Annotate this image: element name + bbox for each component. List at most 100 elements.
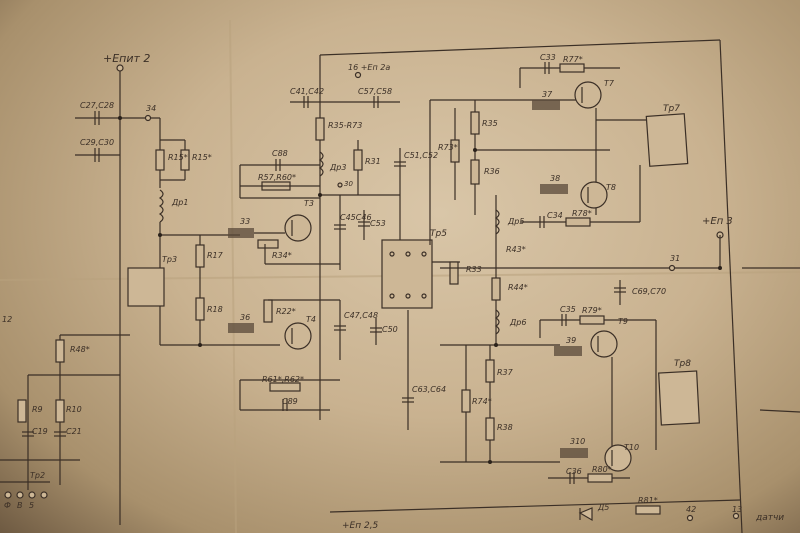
dr1-label: Др1 bbox=[171, 198, 188, 207]
r73-label: R73* bbox=[438, 143, 458, 152]
junction bbox=[198, 343, 202, 347]
terminal bbox=[28, 491, 36, 499]
c41-label: C41,C42 bbox=[290, 87, 324, 96]
inductor-dr3 bbox=[318, 151, 324, 177]
resistor-r74 bbox=[461, 389, 471, 413]
r61-label: R61*,R62* bbox=[262, 375, 304, 384]
tr5-pin bbox=[421, 251, 427, 257]
junction bbox=[473, 148, 477, 152]
terminal bbox=[40, 491, 48, 499]
resistor-r81 bbox=[635, 505, 661, 515]
ep2-label: +Eпит 2 bbox=[103, 52, 150, 65]
wire bbox=[329, 499, 741, 513]
resistor-r31 bbox=[353, 149, 363, 171]
resistor-r15b bbox=[180, 149, 190, 171]
r31-label: R31 bbox=[365, 157, 381, 166]
tr5-pin bbox=[421, 293, 427, 299]
resistor-r33 bbox=[449, 261, 459, 285]
junction bbox=[494, 343, 498, 347]
bead-38-label: 38 bbox=[550, 174, 560, 183]
c63-label: C63,C64 bbox=[412, 385, 446, 394]
inductor-dr5 bbox=[494, 209, 500, 235]
resistor-r17 bbox=[195, 244, 205, 268]
r34-label: R34* bbox=[272, 251, 292, 260]
node-42-label: 42 bbox=[686, 505, 696, 514]
resistor-r36 bbox=[470, 159, 480, 185]
resistor-r35 bbox=[315, 117, 325, 141]
t7-label: T7 bbox=[604, 79, 615, 88]
pin-5-label: 5 bbox=[29, 501, 34, 510]
pin-e-label: Ф bbox=[4, 501, 11, 510]
r57-label: R57,R60* bbox=[258, 173, 296, 182]
ferrite-bead-33 bbox=[228, 228, 254, 238]
c36-label: C36 bbox=[566, 467, 582, 476]
junction bbox=[118, 116, 122, 120]
wire bbox=[319, 39, 721, 56]
r74-label: R74* bbox=[472, 397, 492, 406]
resistor-r61 bbox=[269, 382, 301, 392]
tr7-label: Тр7 bbox=[663, 104, 680, 114]
t4-label: T4 bbox=[306, 315, 316, 324]
c45-label: C45C46 bbox=[340, 213, 372, 222]
supply-terminal bbox=[116, 64, 124, 72]
margin-note: датчи bbox=[755, 513, 784, 523]
r81-label: R81* bbox=[638, 496, 658, 505]
c69-label: C69,C70 bbox=[632, 287, 666, 296]
transformer-tr7 bbox=[645, 113, 689, 167]
bead-37-label: 37 bbox=[542, 90, 553, 99]
ep2a-label: 16 +Eп 2а bbox=[348, 63, 390, 72]
r43-label: R43* bbox=[506, 245, 526, 254]
diode-d5 bbox=[578, 507, 593, 522]
tr5-pin bbox=[405, 251, 411, 257]
paper-fold bbox=[229, 19, 237, 533]
bead-310-label: 310 bbox=[570, 437, 585, 446]
r17-label: R17 bbox=[207, 251, 224, 260]
pin-b-label: В bbox=[17, 501, 23, 510]
resistor-r38 bbox=[485, 417, 495, 441]
transistor-t3 bbox=[284, 214, 312, 242]
bead-39-label: 39 bbox=[566, 336, 576, 345]
c57-label: C57,C58 bbox=[358, 87, 392, 96]
junction bbox=[158, 233, 162, 237]
t10-label: T10 bbox=[624, 443, 639, 452]
transistor-t8 bbox=[580, 181, 608, 209]
resistor-r77 bbox=[559, 63, 585, 73]
c89-label: C89 bbox=[282, 397, 298, 406]
t8-label: T8 bbox=[606, 183, 616, 192]
r35-label: R35-R73 bbox=[328, 121, 362, 130]
c34-label: C34 bbox=[547, 211, 563, 220]
node-31 bbox=[668, 264, 676, 272]
r15b-label: R15* bbox=[192, 153, 212, 162]
resistor-r80 bbox=[587, 473, 613, 483]
c47-label: C47,C48 bbox=[344, 311, 378, 320]
ferrite-bead-310 bbox=[560, 448, 588, 458]
transistor-t9 bbox=[590, 330, 618, 358]
tr2-label: Тр2 bbox=[30, 471, 45, 480]
c53-label: C53 bbox=[370, 219, 386, 228]
c21-label: C21 bbox=[66, 427, 82, 436]
r77-label: R77* bbox=[563, 55, 583, 64]
resistor-r79 bbox=[579, 315, 605, 325]
resistor-r18 bbox=[195, 297, 205, 321]
c35-label: C35 bbox=[560, 305, 576, 314]
r48-label: R48* bbox=[70, 345, 90, 354]
resistor-r15a bbox=[155, 149, 165, 171]
junction bbox=[718, 266, 722, 270]
ferrite-bead-37 bbox=[532, 100, 560, 110]
r44-label: R44* bbox=[508, 283, 528, 292]
resistor-r22 bbox=[263, 299, 273, 323]
tr5-label: Тр5 bbox=[430, 229, 447, 239]
d5-label: Д5 bbox=[597, 503, 609, 512]
tr5-pin bbox=[405, 293, 411, 299]
resistor-r44 bbox=[491, 277, 501, 301]
tr3-label: Тр3 bbox=[162, 255, 177, 264]
inductor-dr6 bbox=[494, 309, 500, 335]
c50-label: C50 bbox=[382, 325, 398, 334]
transistor-t7 bbox=[574, 81, 602, 109]
c33-label: C33 bbox=[540, 53, 556, 62]
node-34-label: 34 bbox=[146, 104, 156, 113]
bead-36-label: 36 bbox=[240, 313, 250, 322]
node-42 bbox=[686, 514, 694, 522]
dr5-label: Др5 bbox=[507, 217, 524, 226]
resistor-r78 bbox=[565, 217, 591, 227]
